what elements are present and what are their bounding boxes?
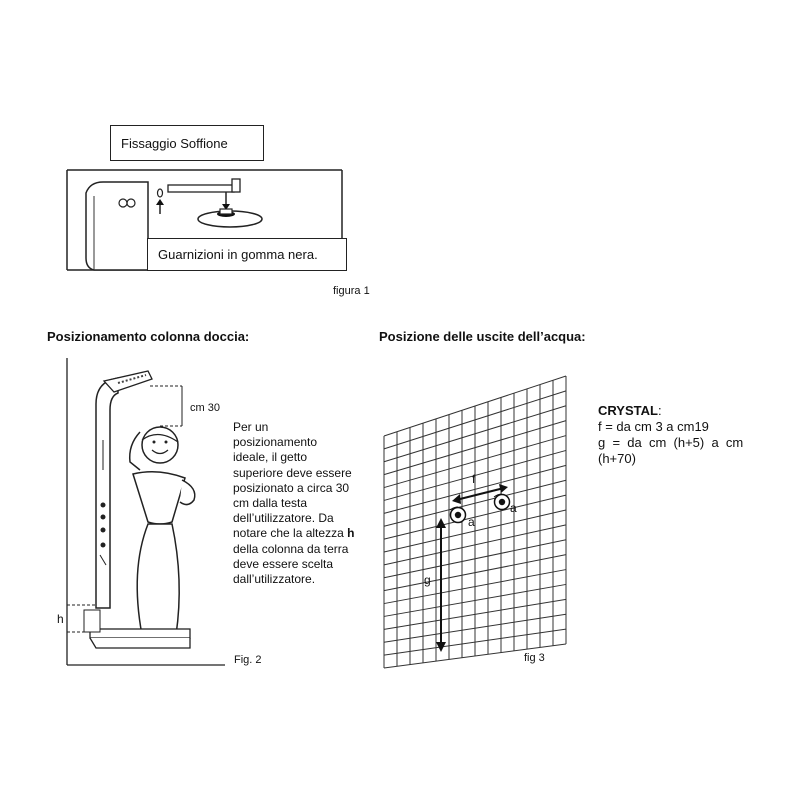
figure-3-caption: fig 3 bbox=[524, 652, 545, 664]
grid-line bbox=[383, 613, 567, 643]
figure-1-caption: figura 1 bbox=[333, 285, 370, 297]
paragraph-bold-h: h bbox=[347, 526, 355, 541]
grid-line bbox=[383, 554, 567, 592]
grid-line bbox=[383, 435, 567, 489]
gasket-label: Guarnizioni in gomma nera. bbox=[147, 238, 347, 271]
cm-30-label: cm 30 bbox=[190, 402, 220, 414]
grid-line bbox=[383, 390, 567, 450]
grid-line bbox=[383, 539, 567, 579]
positioning-paragraph: Per un posizionamento ideale, il getto s… bbox=[233, 420, 355, 587]
grid-line bbox=[383, 494, 567, 540]
grid-line bbox=[383, 405, 567, 463]
figure-2-caption: Fig. 2 bbox=[234, 654, 262, 666]
grid-line bbox=[383, 569, 567, 605]
h-label: h bbox=[57, 612, 64, 626]
water-outlet-left bbox=[449, 506, 467, 524]
crystal-spec: CRYSTAL: f = da cm 3 a cm19 g = da cm (h… bbox=[598, 403, 770, 467]
grid-line bbox=[383, 464, 567, 514]
grid-line bbox=[383, 643, 567, 669]
paragraph-text-1: Per un posizionamento ideale, il getto s… bbox=[233, 420, 352, 541]
grid-line bbox=[383, 375, 567, 437]
grid-line bbox=[383, 479, 567, 527]
grid-line bbox=[383, 598, 567, 630]
crystal-g-range: g = da cm (h+5) a cm bbox=[598, 435, 744, 450]
figure-2-heading: Posizionamento colonna doccia: bbox=[47, 329, 250, 344]
grid-line bbox=[383, 449, 567, 501]
crystal-title: CRYSTAL: bbox=[598, 403, 662, 418]
figure-3-heading: Posizione delle uscite dell’acqua: bbox=[379, 329, 586, 344]
grid-line bbox=[383, 524, 567, 566]
crystal-f-range: f = da cm 3 a cm19 bbox=[598, 419, 709, 434]
grid-line bbox=[383, 628, 567, 656]
f-label: f bbox=[472, 472, 476, 486]
crystal-g-range-cont: (h+70) bbox=[598, 451, 636, 466]
grid-line bbox=[383, 420, 567, 476]
a-label-left: a bbox=[468, 515, 475, 529]
grid-lines bbox=[383, 375, 567, 669]
grid-line bbox=[383, 509, 567, 553]
water-outlet-right bbox=[493, 493, 511, 511]
a-label-right: a bbox=[510, 501, 517, 515]
fissaggio-soffione-label: Fissaggio Soffione bbox=[110, 125, 264, 161]
paragraph-text-2: della colonna da terra deve essere scelt… bbox=[233, 541, 349, 587]
grid-line bbox=[383, 583, 567, 617]
g-label: g bbox=[424, 573, 431, 587]
